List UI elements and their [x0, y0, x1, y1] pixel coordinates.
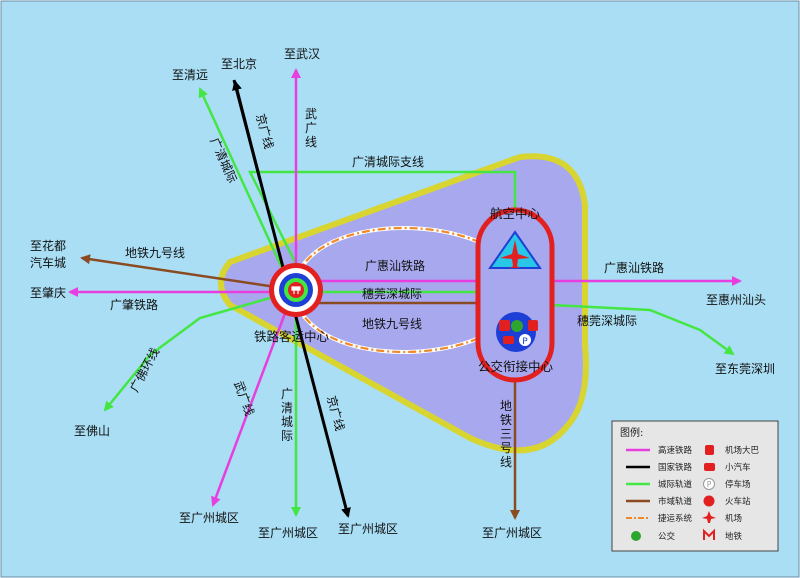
label-suiguanshen-c: 穗莞深城际	[362, 287, 422, 301]
vertical-label-char: 广	[305, 121, 317, 135]
label-metro9-c: 地铁九号线	[362, 317, 422, 331]
dest-foshan: 至佛山	[74, 424, 110, 438]
legend-train-station-icon	[703, 495, 715, 507]
vertical-label-char: 武	[305, 107, 317, 121]
parking-glyph-letter: P	[522, 337, 528, 347]
vertical-label-char: 广	[281, 387, 293, 401]
line-guangfo	[103, 296, 271, 412]
legend-item-intercity: 城际轨道	[658, 479, 693, 490]
legend: 图例: 高速铁路 国家铁路 城际轨道 市域轨道 捷运系统 公交 机场大巴 小汽车…	[611, 420, 779, 552]
legend-item-high-speed: 高速铁路	[658, 445, 693, 456]
vertical-label-char: 线	[305, 135, 317, 149]
label-wuguang-n: 武广线	[305, 107, 317, 149]
legend-item-airport: 机场	[725, 513, 742, 524]
dest-dongguan: 至东莞深圳	[715, 362, 775, 376]
dest-zhaoqing: 至肇庆	[30, 285, 66, 300]
vertical-label-char: 三	[500, 427, 512, 441]
vertical-label-char: 线	[500, 455, 512, 469]
legend-airplane-icon	[702, 511, 716, 523]
legend-item-car: 小汽车	[725, 462, 751, 473]
legend-item-train-station: 火车站	[725, 496, 751, 507]
label-guanghuishan-c: 广惠汕铁路	[365, 258, 425, 273]
dest-gz-a: 至广州城区	[179, 511, 239, 525]
legend-bus-icon	[631, 531, 641, 541]
vertical-label-char: 城	[281, 415, 293, 429]
airport-bus-glyph-icon	[528, 320, 538, 331]
dest-huizhou: 至惠州汕头	[706, 293, 766, 307]
airplane-icon	[500, 240, 530, 268]
legend-box	[611, 420, 779, 552]
rail-hub-label: 铁路客运中心	[254, 329, 330, 344]
label-suiguanshen-e: 穗莞深城际	[577, 314, 637, 328]
dest-gz-d: 至广州城区	[482, 526, 542, 540]
legend-metro-icon	[703, 528, 715, 540]
bus-center-icon	[496, 312, 536, 352]
legend-item-subway: 地铁	[725, 531, 743, 542]
legend-car-icon	[704, 463, 715, 471]
line-suiguanshen-east	[551, 303, 735, 356]
vertical-label-char: 清	[281, 401, 293, 415]
legend-item-shuttle: 捷运系统	[658, 513, 693, 524]
legend-item-national: 国家铁路	[658, 462, 693, 473]
legend-parking-icon	[703, 478, 715, 490]
legend-item-metro: 市域轨道	[658, 496, 693, 507]
dest-gz-b: 至广州城区	[258, 526, 318, 540]
dest-gz-c: 至广州城区	[338, 522, 398, 536]
vertical-label-char: 铁	[500, 413, 512, 427]
legend-title: 图例:	[620, 426, 643, 439]
parking-glyph-icon	[519, 334, 531, 346]
legend-item-airport-bus: 机场大巴	[725, 445, 760, 456]
dest-beijing: 至北京	[221, 57, 257, 71]
legend-airport-bus-icon	[705, 445, 714, 455]
bus-hub-label: 公交衔接中心	[478, 359, 554, 374]
label-guangzhao: 广肇铁路	[110, 297, 158, 312]
line-jingguang-north-arrow	[232, 80, 262, 181]
line-metro9-west	[80, 254, 297, 292]
train-station-glyph	[291, 286, 301, 294]
label-guanghuishan-e: 广惠汕铁路	[604, 260, 664, 275]
label-guangqing-branch: 广清城际支线	[352, 155, 424, 169]
legend-item-parking: 停车场	[725, 479, 751, 490]
label-metro3: 地铁三号线	[500, 399, 512, 469]
line-guangqing-north	[198, 87, 294, 291]
line-wuguang-south	[211, 299, 292, 507]
vertical-label-char: 地	[500, 399, 512, 413]
label-metro9-west: 地铁九号线	[125, 246, 185, 260]
dest-wuhan: 至武汉	[284, 47, 320, 61]
car-glyph-icon	[503, 336, 514, 344]
legend-item-bus: 公交	[658, 531, 676, 542]
metro-glyph-icon	[499, 320, 510, 331]
dest-huadu-2: 汽车城	[30, 255, 66, 270]
dest-qingyuan: 至清远	[172, 68, 208, 82]
vertical-label-char: 号	[500, 441, 512, 455]
air-hub-label: 航空中心	[490, 206, 541, 221]
legend-parking-letter: P	[707, 480, 712, 489]
line-guangqing-branch	[247, 170, 517, 269]
dest-huadu-1: 至花都	[30, 238, 66, 253]
bus-glyph-icon	[511, 320, 523, 332]
vertical-label-char: 际	[281, 429, 293, 443]
label-guangqing-s: 广清城际	[281, 387, 293, 443]
